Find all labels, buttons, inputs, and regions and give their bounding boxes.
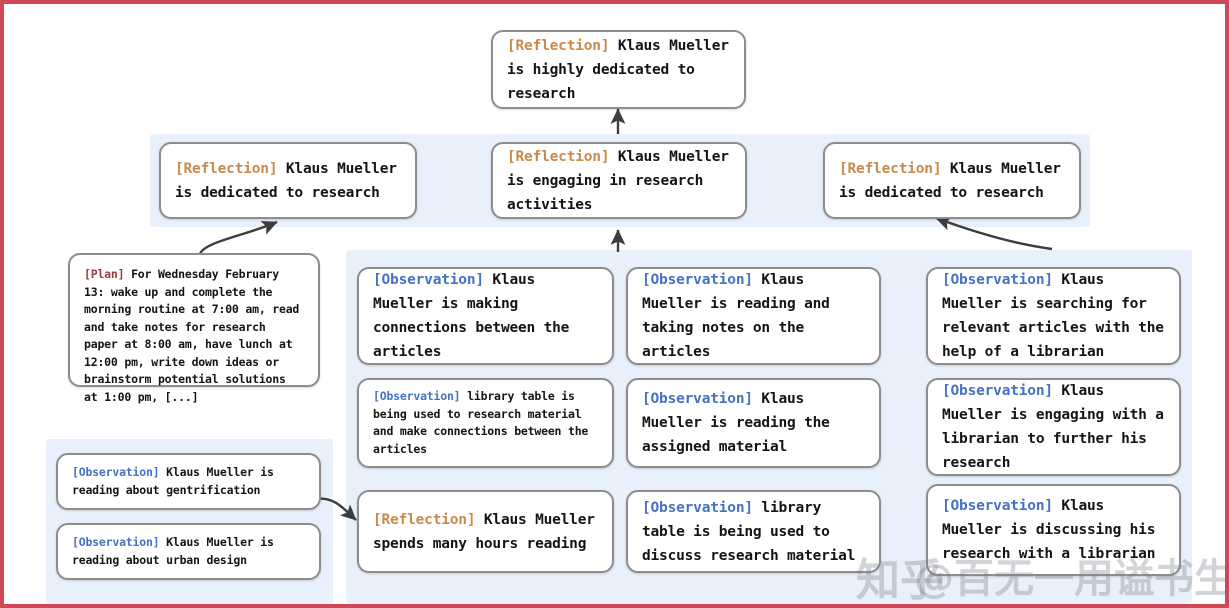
node-text: [Observation] Klaus Mueller is reading a… <box>72 464 305 499</box>
tag-observation: [Observation] <box>942 383 1053 399</box>
tag-reflection: [Reflection] <box>175 160 278 177</box>
node-right-1[interactable]: [Observation] Klaus Mueller is searching… <box>926 267 1181 365</box>
node-middle-1[interactable]: [Observation] Klaus Mueller is making co… <box>357 267 614 365</box>
node-text: [Plan] For Wednesday February 13: wake u… <box>84 266 304 406</box>
node-text: [Reflection] Klaus Mueller spends many h… <box>373 508 598 556</box>
node-body: Klaus Mueller is reading about gentrific… <box>72 465 281 497</box>
node-plan[interactable]: [Plan] For Wednesday February 13: wake u… <box>68 253 320 404</box>
tag-reflection: [Reflection] <box>839 160 942 177</box>
node-text: [Observation] Klaus Mueller is engaging … <box>942 379 1165 475</box>
tag-observation: [Observation] <box>642 272 753 288</box>
node-body: Klaus Mueller is making connections betw… <box>373 272 578 360</box>
tag-reflection: [Reflection] <box>507 37 610 54</box>
node-body: Klaus Mueller is reading the assigned ma… <box>642 391 839 455</box>
tag-observation: [Observation] <box>373 389 461 403</box>
node-body: Klaus Mueller spends many hours reading <box>373 511 604 552</box>
node-body: library table is being used to discuss r… <box>642 499 856 564</box>
node-body: For Wednesday February 13: wake up and c… <box>84 267 306 404</box>
node-body: Klaus Mueller is reading and taking note… <box>642 272 839 360</box>
tag-plan: [Plan] <box>84 267 125 281</box>
tag-observation: [Observation] <box>72 465 160 479</box>
node-text: [Reflection] Klaus Mueller is engaging i… <box>507 145 731 217</box>
node-body: Klaus Mueller is engaging in research ac… <box>507 148 738 213</box>
tag-observation: [Observation] <box>642 391 753 407</box>
node-right-3[interactable]: [Observation] Klaus Mueller is discussin… <box>926 484 1181 576</box>
tag-observation: [Observation] <box>72 535 160 549</box>
node-center-3[interactable]: [Observation] library table is being use… <box>626 490 881 573</box>
node-text: [Observation] Klaus Mueller is reading a… <box>642 268 865 364</box>
node-body: Klaus Mueller is reading about urban des… <box>72 535 281 567</box>
node-right-2[interactable]: [Observation] Klaus Mueller is engaging … <box>926 378 1181 476</box>
node-text: [Reflection] Klaus Mueller is highly ded… <box>507 34 730 106</box>
node-body: Klaus Mueller is searching for relevant … <box>942 272 1173 360</box>
node-text: [Observation] Klaus Mueller is reading t… <box>642 387 865 459</box>
node-text: [Observation] library table is being use… <box>642 496 865 568</box>
node-text: [Observation] Klaus Mueller is discussin… <box>942 494 1165 566</box>
tag-reflection: [Reflection] <box>373 511 476 528</box>
node-text: [Reflection] Klaus Mueller is dedicated … <box>839 157 1065 205</box>
tag-observation: [Observation] <box>942 498 1053 514</box>
node-text: [Observation] library table is being use… <box>373 388 598 458</box>
node-left-observation-1[interactable]: [Observation] Klaus Mueller is reading a… <box>56 453 321 510</box>
node-middle-3[interactable]: [Reflection] Klaus Mueller spends many h… <box>357 490 614 573</box>
tag-observation: [Observation] <box>942 272 1053 288</box>
node-body: Klaus Mueller is engaging with a librari… <box>942 383 1173 471</box>
tag-reflection: [Reflection] <box>507 148 610 165</box>
node-text: [Observation] Klaus Mueller is making co… <box>373 268 598 364</box>
node-body: Klaus Mueller is dedicated to research <box>839 160 1070 201</box>
node-body: Klaus Mueller is highly dedicated to res… <box>507 37 738 102</box>
node-text: [Observation] Klaus Mueller is reading a… <box>72 534 305 569</box>
node-body: Klaus Mueller is discussing his research… <box>942 498 1164 562</box>
node-body: Klaus Mueller is dedicated to research <box>175 160 406 201</box>
node-reflection-2[interactable]: [Reflection] Klaus Mueller is engaging i… <box>491 142 747 219</box>
node-reflection-3[interactable]: [Reflection] Klaus Mueller is dedicated … <box>823 142 1081 219</box>
tag-observation: [Observation] <box>373 272 484 288</box>
node-text: [Reflection] Klaus Mueller is dedicated … <box>175 157 401 205</box>
node-body: library table is being used to research … <box>373 389 595 456</box>
node-text: [Observation] Klaus Mueller is searching… <box>942 268 1165 364</box>
node-center-2[interactable]: [Observation] Klaus Mueller is reading t… <box>626 378 881 468</box>
node-left-observation-2[interactable]: [Observation] Klaus Mueller is reading a… <box>56 523 321 580</box>
node-center-1[interactable]: [Observation] Klaus Mueller is reading a… <box>626 267 881 365</box>
node-top-reflection[interactable]: [Reflection] Klaus Mueller is highly ded… <box>491 30 746 109</box>
node-reflection-1[interactable]: [Reflection] Klaus Mueller is dedicated … <box>159 142 417 219</box>
tag-observation: [Observation] <box>642 499 753 516</box>
node-middle-2[interactable]: [Observation] library table is being use… <box>357 378 614 468</box>
